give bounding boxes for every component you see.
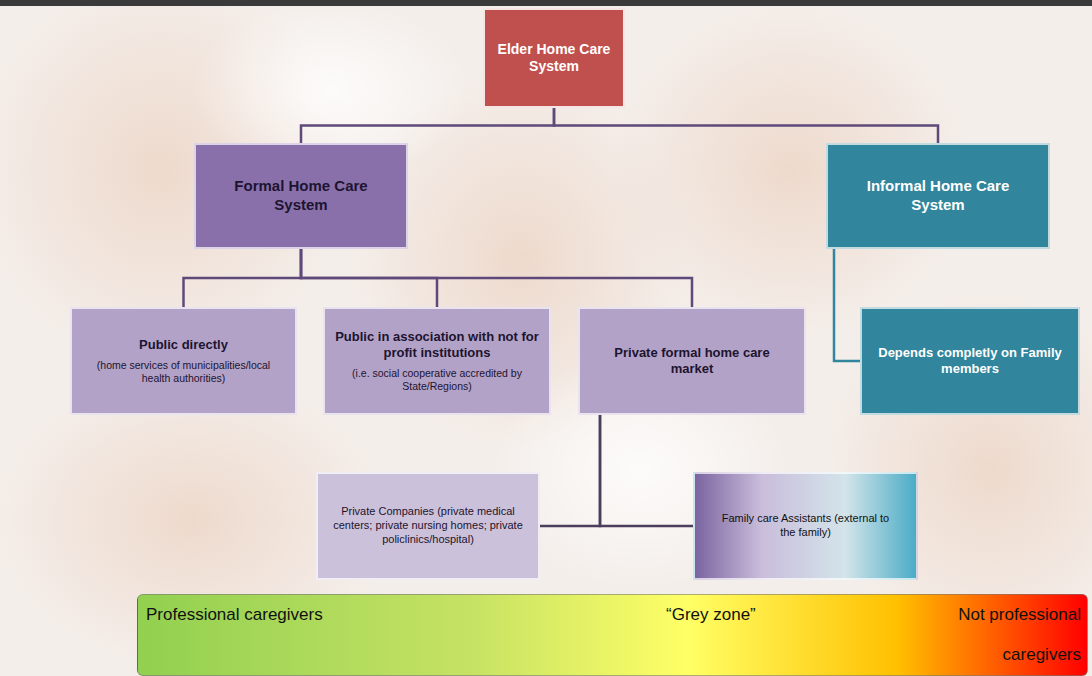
box-note: (i.e. social cooperative accredited by S… — [335, 367, 539, 393]
provider-box: Public directly (home services of municip… — [70, 307, 297, 415]
box-title: Formal Home Care System — [210, 177, 392, 215]
tree-connector — [834, 249, 860, 361]
tree-connector — [184, 249, 302, 307]
box-title: Elder Home Care System — [495, 41, 613, 76]
scale-label: Professional caregivers — [146, 595, 666, 635]
assistant-box: Family care Assistants (external to the … — [693, 472, 918, 580]
family-box: Depends completly on Family members — [860, 307, 1080, 415]
company-box: Private Companies (private medical cente… — [316, 472, 540, 580]
category-box: Formal Home Care System — [194, 143, 408, 249]
box-title: Public directly — [139, 337, 228, 353]
box-title: Private formal home care market — [594, 345, 790, 378]
top-border — [0, 0, 1092, 6]
tree-connector — [301, 249, 692, 307]
tree-connector — [540, 415, 600, 526]
provider-box: Public in association with not for profi… — [323, 307, 551, 415]
box-title: Private Companies (private medical cente… — [328, 505, 528, 546]
box-title: Family care Assistants (external to the … — [713, 512, 898, 540]
box-title: Informal Home Care System — [842, 177, 1034, 215]
tree-connector — [301, 108, 554, 143]
caregiver-scale-bar: Professional caregivers“Grey zone” Not pr… — [137, 594, 1088, 676]
root-box: Elder Home Care System — [483, 8, 625, 108]
scale-label: Not professional caregivers — [901, 595, 1081, 675]
box-title: Public in association with not for profi… — [335, 329, 539, 362]
provider-box: Private formal home care market — [578, 307, 806, 415]
tree-connector — [600, 415, 693, 526]
scale-label: “Grey zone” — [666, 595, 856, 635]
category-box: Informal Home Care System — [826, 143, 1050, 249]
box-note: (home services of municipalities/local h… — [82, 359, 285, 385]
tree-connector — [554, 108, 938, 143]
box-title: Depends completly on Family members — [876, 345, 1064, 378]
